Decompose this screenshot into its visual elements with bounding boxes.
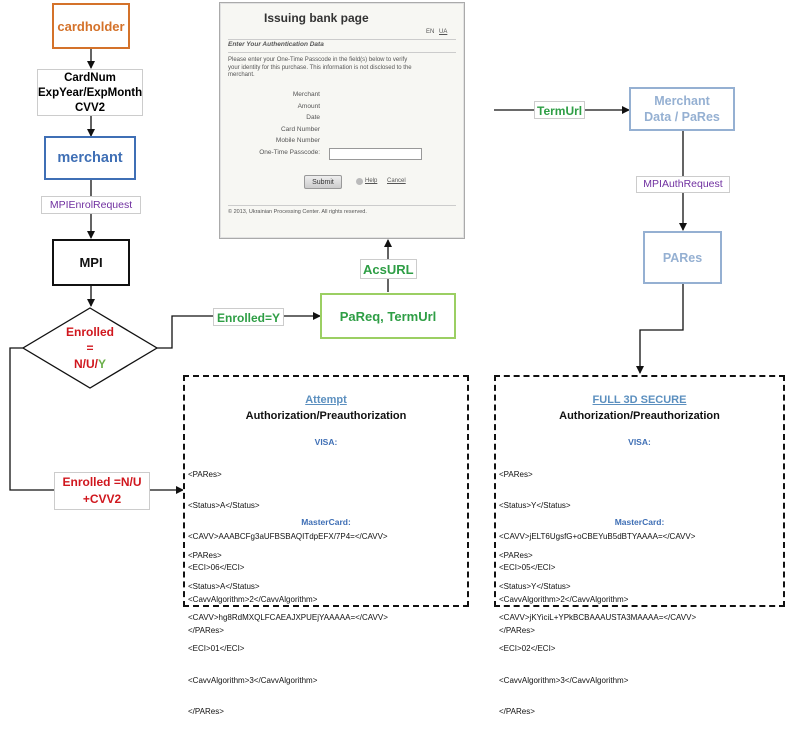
issuing-bank-page: Issuing bank page EN UA Enter Your Authe…	[219, 2, 465, 239]
arrow-pares-full	[636, 284, 684, 374]
code-line: <CavvAlgorithm>2</CavvAlgorithm>	[188, 594, 318, 604]
mpi-label: MPI	[79, 255, 103, 270]
full-mc-label: MasterCard:	[614, 517, 665, 527]
bank-subtitle: Enter Your Authentication Data	[228, 41, 324, 48]
exp-label: ExpYear/ExpMonth	[38, 87, 143, 99]
help-icon	[356, 178, 363, 185]
full-subtitle: Authorization/Preauthorization	[559, 410, 720, 422]
full-mc-code: <PARes> <Status>Y</Status> <CAVV>jKYiciL…	[499, 530, 696, 738]
enrolled-l3b: Y	[97, 357, 106, 371]
code-line: <Status>Y</Status>	[499, 582, 571, 592]
mpi-auth-request-box: MPIAuthRequest	[636, 176, 730, 193]
merchant-pares-l2: Data / PaRes	[644, 110, 720, 124]
bank-intro-line: your identity for this purchase. This in…	[228, 64, 412, 71]
otp-input[interactable]	[329, 148, 422, 160]
merchant-label: merchant	[57, 150, 123, 166]
merchant-box: merchant	[44, 136, 136, 180]
pareq-box: PaReq, TermUrl	[320, 293, 456, 339]
field-mobile: Mobile Number	[275, 137, 320, 144]
cvv-label: CVV2	[74, 102, 106, 114]
field-card-number: Card Number	[280, 125, 320, 133]
attempt-visa-label: VISA:	[314, 437, 338, 447]
code-line: </PARes>	[499, 706, 535, 716]
enrolled-decision: Enrolled = N/U/Y	[40, 324, 140, 372]
code-line: <ECI>01</ECI>	[188, 644, 245, 654]
attempt-title: Attempt	[305, 394, 347, 406]
code-line: <PARes>	[188, 469, 222, 479]
pares-label: PARes	[662, 250, 703, 265]
bank-title: Issuing bank page	[264, 11, 369, 25]
code-line: <CavvAlgorithm>2</CavvAlgorithm>	[499, 594, 629, 604]
attempt-mc-label: MasterCard:	[301, 517, 351, 527]
code-line: <CAVV>hg8RdMXQLFCAEAJXPUEjYAAAAA=</CAVV>	[188, 613, 388, 623]
bank-intro: Please enter your One-Time Passcode in t…	[228, 57, 412, 80]
code-line: <ECI>02</ECI>	[499, 644, 556, 654]
pares-box: PARes	[643, 231, 722, 284]
attempt-subtitle: Authorization/Preauthorization	[245, 410, 407, 422]
enrolled-nu-l1: Enrolled =N/U	[62, 475, 142, 489]
code-line: <Status>A</Status>	[188, 501, 260, 511]
enrolled-l1: Enrolled	[65, 325, 114, 339]
code-line: <ECI>05</ECI>	[499, 563, 556, 573]
enrolled-l2: =	[86, 341, 94, 355]
code-line: <Status>A</Status>	[188, 582, 260, 592]
bank-field-labels: Merchant Amount Date Card Number Mobile …	[240, 89, 320, 158]
field-merchant: Merchant	[292, 91, 320, 98]
submit-button[interactable]: Submit	[304, 175, 342, 189]
field-date: Date	[306, 114, 320, 121]
cardholder-box: cardholder	[52, 3, 130, 49]
mpi-auth-request-label: MPIAuthRequest	[643, 178, 723, 190]
enrolled-l3a: N/U/	[73, 357, 98, 371]
mpi-box: MPI	[52, 239, 130, 286]
card-num-label: CardNum	[64, 72, 116, 84]
lang-ua[interactable]: UA	[439, 29, 448, 35]
bank-intro-line: Please enter your One-Time Passcode in t…	[228, 57, 408, 63]
code-line: <Status>Y</Status>	[499, 501, 571, 511]
termurl-label: TermUrl	[534, 101, 586, 119]
acsurl-label: AcsURL	[360, 259, 417, 279]
attempt-mc-code: <PARes> <Status>A</Status> <CAVV>hg8RdMX…	[188, 530, 388, 738]
attempt-box: Attempt Authorization/Preauthorization V…	[183, 375, 469, 716]
enrolled-y-label: Enrolled=Y	[213, 308, 285, 326]
full-3d-secure-box: FULL 3D SECURE Authorization/Preauthoriz…	[494, 375, 785, 716]
pareq-label: PaReq, TermUrl	[339, 308, 437, 324]
code-line: <PARes>	[188, 550, 222, 560]
field-amount: Amount	[297, 102, 320, 110]
code-line: <PARes>	[499, 469, 533, 479]
code-line: <CavvAlgorithm>3</CavvAlgorithm>	[499, 675, 629, 685]
code-line: <CAVV>jELT6UgsfG+oCBEYuB5dBTYAAAA=</CAVV…	[499, 532, 696, 542]
code-line: <CAVV>AAABCFg3aUFBSBAQITdpEFX/7P4=</CAVV…	[188, 532, 388, 542]
card-data-box: CardNum ExpYear/ExpMonth CVV2	[37, 69, 143, 116]
enrolled-nu-box: Enrolled =N/U +CVV2	[54, 472, 150, 510]
code-line: <CAVV>jKYiciL+YPkBCBAAAUSTA3MAAAA=</CAVV…	[499, 613, 697, 623]
full-title: FULL 3D SECURE	[592, 394, 687, 406]
code-line: <CavvAlgorithm>3</CavvAlgorithm>	[188, 675, 318, 685]
mpi-enrol-request-label: MPIEnrolRequest	[49, 199, 133, 211]
lang-en[interactable]: EN	[426, 29, 435, 35]
full-visa-label: VISA:	[628, 437, 651, 447]
cancel-link[interactable]: Cancel	[387, 178, 406, 184]
enrolled-diamond	[21, 307, 159, 389]
bank-footer: © 2013, Ukrainian Processing Center. All…	[228, 209, 367, 215]
mpi-enrol-request-box: MPIEnrolRequest	[41, 196, 141, 214]
merchant-pares-l1: Merchant	[654, 94, 710, 108]
code-line: <ECI>06</ECI>	[188, 563, 245, 573]
cardholder-label: cardholder	[57, 18, 125, 34]
field-otp: One-Time Passcode:	[259, 148, 320, 156]
help-link[interactable]: Help	[365, 178, 378, 184]
bank-intro-line: merchant.	[228, 72, 255, 78]
enrolled-nu-l2: +CVV2	[82, 492, 122, 506]
merchant-pares-box: Merchant Data / PaRes	[629, 87, 735, 131]
code-line: <PARes>	[499, 550, 533, 560]
code-line: </PARes>	[188, 706, 224, 716]
